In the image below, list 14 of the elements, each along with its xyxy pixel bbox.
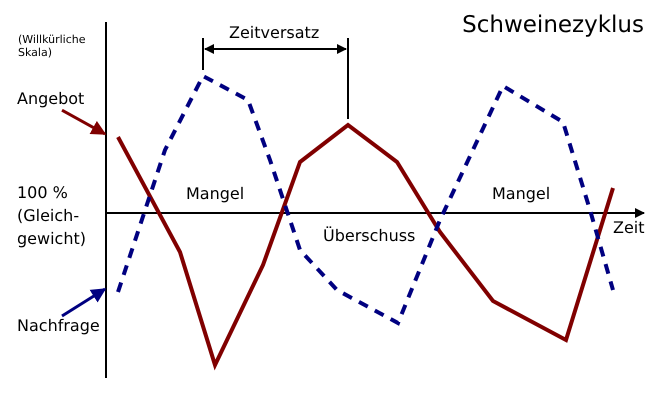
- scale-note: (Willkürliche Skala): [18, 33, 87, 60]
- region-label: Mangel: [492, 184, 550, 204]
- supply-curve: [116, 122, 615, 370]
- demand-curve: [116, 73, 615, 326]
- leader-line: [61, 288, 106, 318]
- curve-label: Nachfrage: [17, 316, 100, 336]
- axis-label: 100 % (Gleich- gewicht): [17, 182, 87, 250]
- axis-label: Zeit: [613, 218, 645, 238]
- leader-line: [61, 108, 106, 136]
- title: Schweinezyklus: [462, 12, 644, 40]
- dimension-label: Zeitversatz: [229, 23, 320, 42]
- region-label: Mangel: [186, 184, 244, 204]
- region-label: Überschuss: [323, 226, 416, 246]
- curve-label: Angebot: [17, 89, 84, 108]
